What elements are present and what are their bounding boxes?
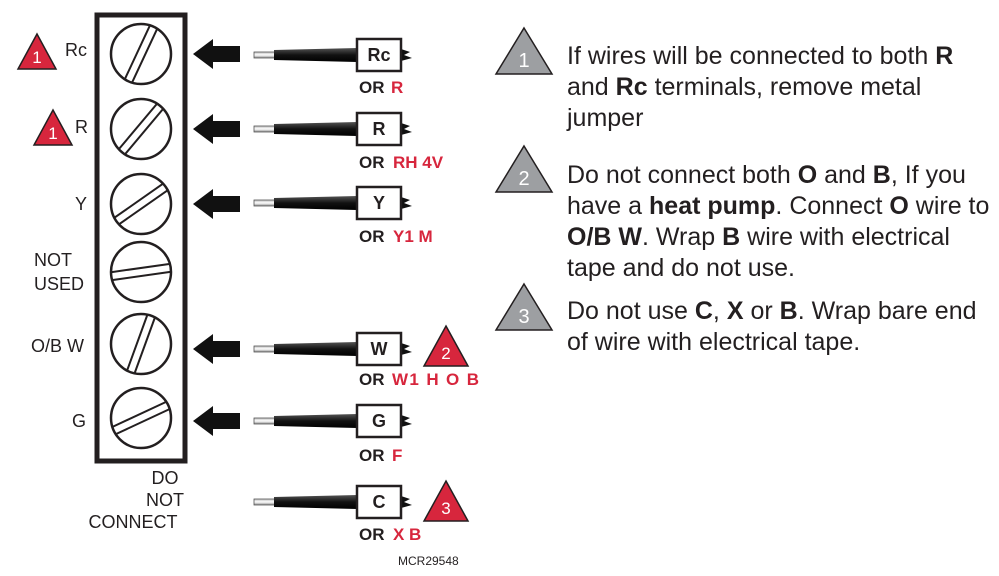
warning-triangle-number: 1 <box>32 48 41 67</box>
wire-or-label: OR <box>359 153 385 172</box>
arrow-left-icon <box>193 114 240 144</box>
note-2-text: wire to <box>908 192 990 220</box>
terminal-label-y: Y <box>75 194 87 214</box>
wire-or-label: OR <box>359 78 385 97</box>
note-triangle-number: 1 <box>518 50 529 72</box>
wire-box-label: Rc <box>367 45 390 65</box>
terminal-screw-icon <box>109 240 173 304</box>
wire-alt-label: X B <box>393 525 421 544</box>
note-2-term: B <box>722 223 741 251</box>
do-not-connect-line-2: NOT <box>146 490 184 510</box>
note-3-text: . Wrap bare end of wire with electrical … <box>567 297 977 356</box>
do-not-connect-line-1: DO <box>152 468 179 488</box>
note-1: If wires will be connected to both R and… <box>567 41 997 134</box>
note-3-term: C <box>694 297 713 325</box>
wire-w: W OR W1 H O B <box>355 331 479 389</box>
note-3-term: X <box>726 297 744 325</box>
note-1-text: and <box>567 73 616 101</box>
terminal-label-ob-w: O/B W <box>31 336 84 356</box>
wire-icon <box>253 196 412 210</box>
wire-alt-label: RH 4V <box>393 153 444 172</box>
figure-code: MCR29548 <box>398 554 459 568</box>
arrow-left-icon <box>193 334 240 364</box>
terminal-screw-icon <box>109 386 173 450</box>
note-triangle-number: 3 <box>518 306 529 328</box>
wire-or-label: OR <box>359 370 385 389</box>
warning-triangle-number: 2 <box>441 344 450 363</box>
note-3-term: B <box>779 297 798 325</box>
note-3-text: , <box>712 297 727 325</box>
warning-triangle-number: 1 <box>48 124 57 143</box>
wire-alt-label: Y1 M <box>393 227 433 246</box>
wire-or-label: OR <box>359 446 385 465</box>
note-2-term: O/B W <box>567 223 642 251</box>
note-2-text: . Wrap <box>642 223 723 251</box>
note-2-text: , If you have a <box>567 161 966 220</box>
note-1-term: Rc <box>615 73 648 101</box>
wire-alt-label: F <box>392 446 402 465</box>
note-triangle-number: 2 <box>518 168 529 190</box>
wire-or-label: OR <box>359 227 385 246</box>
note-3: Do not use C, X or B. Wrap bare end of w… <box>567 296 997 358</box>
arrow-left-icon <box>193 39 240 69</box>
terminal-label-not-used-line-2: USED <box>34 274 84 294</box>
terminal-label-r: R <box>75 117 88 137</box>
do-not-connect-line-3: CONNECT <box>89 512 178 532</box>
note-2-term: O <box>889 192 909 220</box>
terminal-block <box>94 12 188 464</box>
wire-c: C OR X B <box>355 484 421 544</box>
warning-triangle-number: 3 <box>441 499 450 518</box>
wire-r: R OR RH 4V <box>355 111 444 172</box>
warning-triangle-icon: 2 <box>422 324 470 367</box>
note-2-text: wire with electrical tape and do not use… <box>567 223 950 282</box>
wire-alt-label: W1 H O B <box>392 370 479 389</box>
note-2-text: . Connect <box>775 192 890 220</box>
wire-box-label: C <box>373 492 386 512</box>
wire-icon <box>253 414 412 428</box>
note-3-text: Do not use <box>567 297 695 325</box>
arrow-left-icon <box>193 189 240 219</box>
wire-box-label: R <box>373 119 386 139</box>
note-3-text: or <box>743 297 780 325</box>
warning-triangle-icon: 1 <box>32 108 74 146</box>
arrow-left-icon <box>193 406 240 436</box>
wire-icon <box>253 342 412 356</box>
wire-or-label: OR <box>359 525 385 544</box>
terminal-screw-icon <box>109 97 173 161</box>
note-2: Do not connect both O and B, If you have… <box>567 160 997 284</box>
note-1-text: If wires will be connected to both <box>567 42 936 70</box>
wire-y: Y OR Y1 M <box>355 185 433 246</box>
note-triangle-icon: 1 <box>494 26 554 75</box>
terminal-label-not-used-line-1: NOT <box>34 250 72 270</box>
warning-triangle-icon: 3 <box>422 479 470 522</box>
terminal-label-g: G <box>72 411 86 431</box>
wire-icon <box>253 495 412 509</box>
wire-alt-label: R <box>391 78 403 97</box>
note-1-term: R <box>935 42 954 70</box>
wire-box-label: G <box>372 411 386 431</box>
note-2-text: Do not connect both <box>567 161 798 189</box>
terminal-screw-icon <box>109 172 173 236</box>
wire-g: G OR F <box>355 403 402 465</box>
note-2-text: and <box>817 161 873 189</box>
wire-rc: Rc OR R <box>355 37 403 97</box>
note-triangle-icon: 2 <box>494 144 554 193</box>
warning-triangle-icon: 1 <box>16 32 58 70</box>
terminal-screw-icon <box>109 22 173 86</box>
note-2-term: B <box>872 161 891 189</box>
wire-box-label: Y <box>373 193 385 213</box>
note-1-text: terminals, remove metal jumper <box>567 73 922 132</box>
wire-box-label: W <box>371 339 388 359</box>
wire-icon <box>253 122 412 136</box>
note-2-term: O <box>797 161 818 189</box>
terminal-screw-icon <box>109 312 173 376</box>
wire-icon <box>253 48 412 62</box>
note-2-term: heat pump <box>649 192 776 220</box>
terminal-label-rc: Rc <box>65 40 87 60</box>
note-triangle-icon: 3 <box>494 282 554 331</box>
